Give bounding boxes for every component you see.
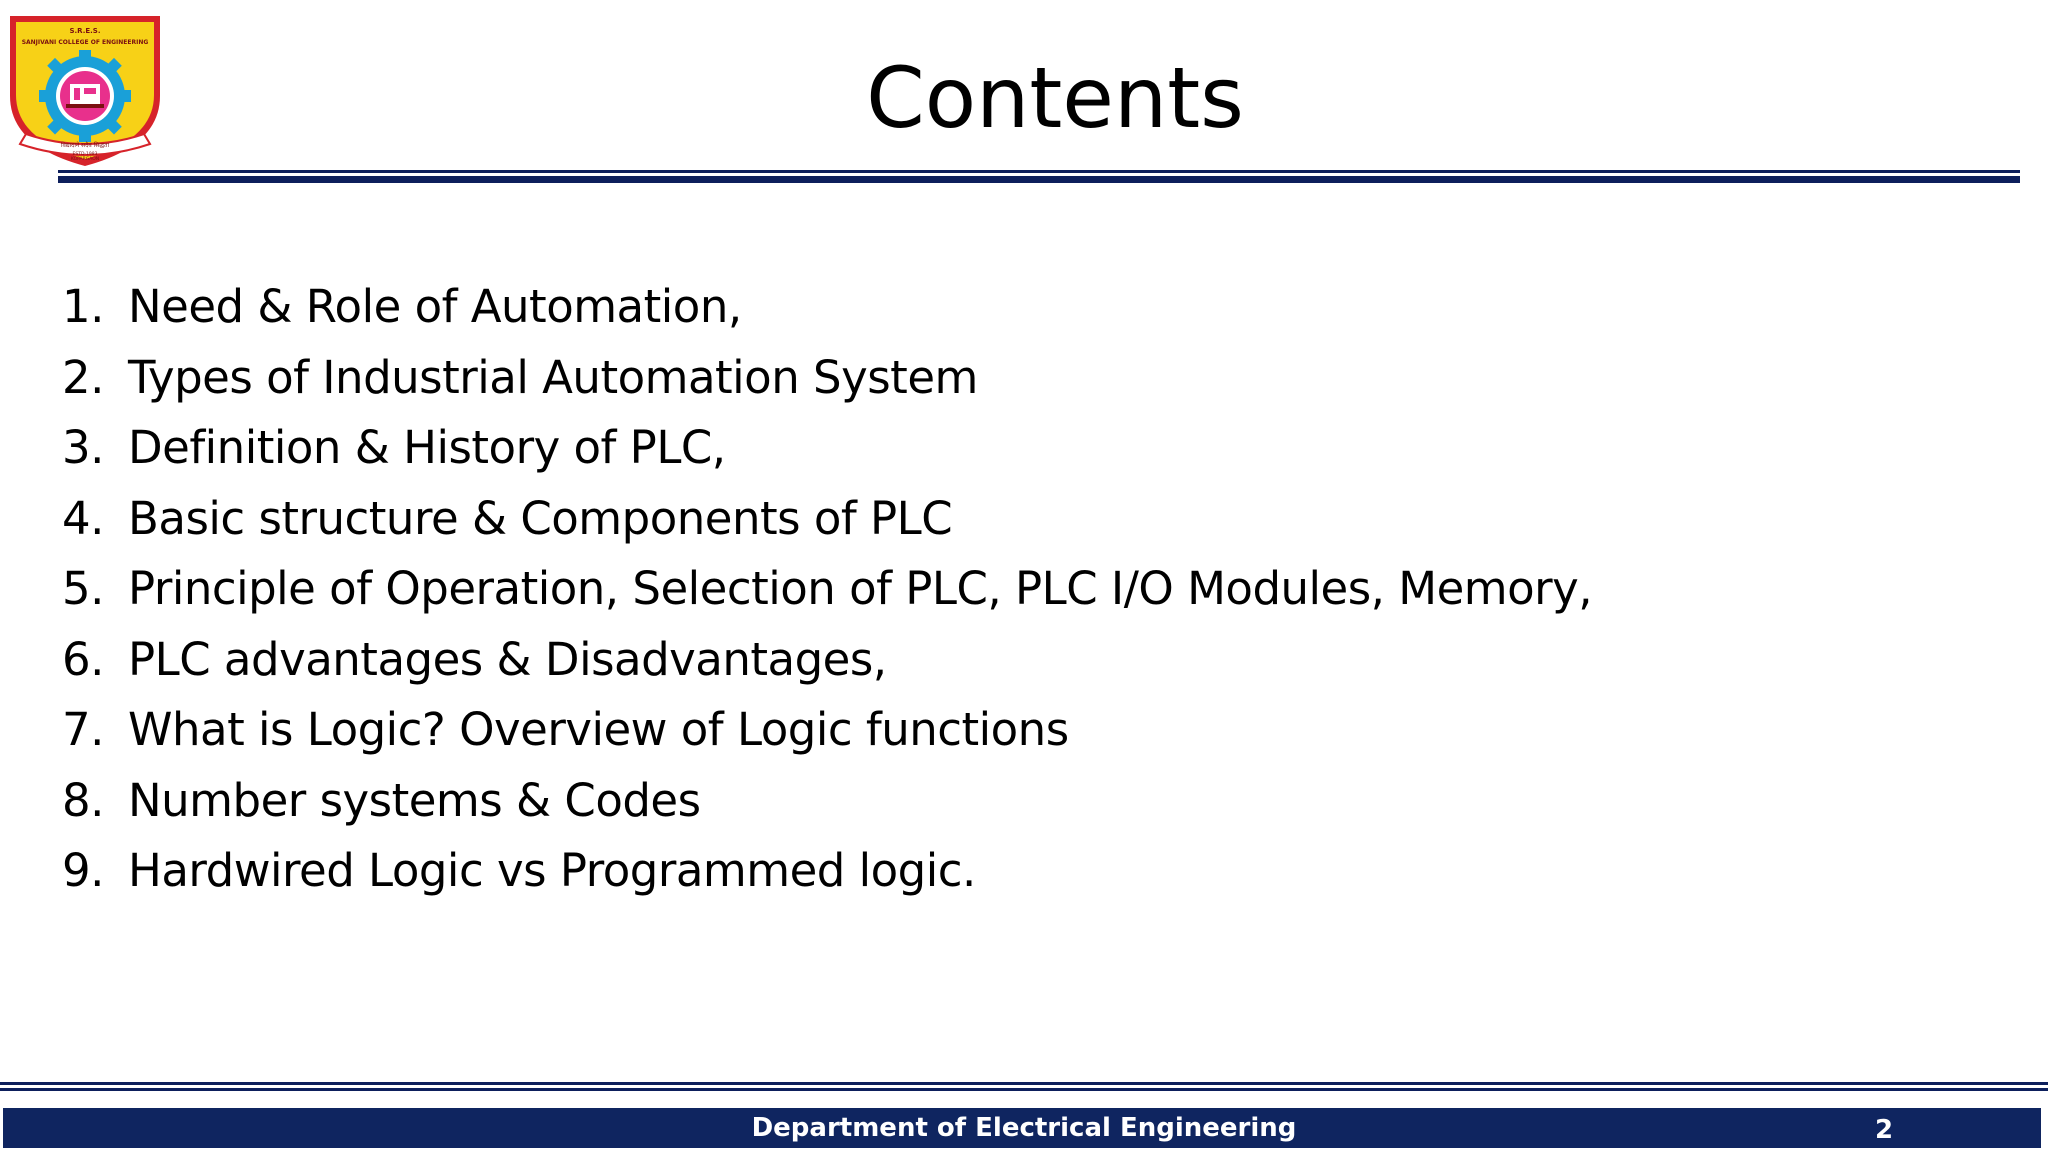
list-item: 8. Number systems & Codes [62,772,1592,843]
list-item: 4. Basic structure & Components of PLC [62,490,1592,561]
list-item: 3. Definition & History of PLC, [62,419,1592,490]
list-item-number: 5. [62,562,104,615]
list-item-text: Number systems & Codes [128,773,701,827]
list-item-text: What is Logic? Overview of Logic functio… [128,703,1069,756]
logo-top-text: S.R.E.S. [69,27,100,35]
logo-location-text: KOPARGAON [71,156,99,162]
list-item-number: 1. [62,280,104,333]
contents-list: 1. Need & Role of Automation, 2. Types of … [62,278,1593,913]
list-item-number: 6. [62,632,104,686]
footer: Department of Electrical Engineering 2 [0,1108,2048,1148]
list-item: 5. Principle of Operation, Selection of P… [62,560,1593,631]
college-logo: S.R.E.S. SANJIVANI COLLEGE OF ENGINEERIN… [10,16,160,166]
footer-bar [3,1108,2041,1148]
title-divider-thin [58,170,2020,173]
list-item-text: Basic structure & Components of PLC [128,491,953,545]
page-number: 2 [1874,1115,1894,1145]
gear-icon [39,50,131,142]
list-item: 6. PLC advantages & Disadvantages, [62,631,1592,702]
list-item-number: 8. [62,773,104,827]
list-item-text: Hardwired Logic vs Programmed logic. [128,844,976,897]
logo-est-text: ESTD-1983 [73,151,98,157]
footer-department: Department of Electrical Engineering [751,1113,1297,1143]
list-item: 9. Hardwired Logic vs Programmed logic. [62,842,1592,913]
list-item-text: Principle of Operation, Selection of PLC… [128,562,1593,615]
list-item-text: Definition & History of PLC, [128,421,726,474]
list-item-text: PLC advantages & Disadvantages, [128,632,887,686]
list-item-number: 7. [62,703,104,756]
title-divider-thick [58,176,2020,183]
list-item: 2. Types of Industrial Automation System [62,349,1592,420]
list-item-number: 4. [62,491,104,545]
logo-motto-text: विद्यादाने सदैव सिद्धता [61,141,110,149]
logo-college-text: SANJIVANI COLLEGE OF ENGINEERING [22,39,149,46]
list-item-text: Need & Role of Automation, [128,280,742,333]
list-item-number: 2. [62,350,104,404]
list-item-text: Types of Industrial Automation System [128,350,978,404]
footer-divider-thin-2 [0,1088,2048,1091]
list-item: 7. What is Logic? Overview of Logic funct… [62,701,1592,772]
list-item: 1. Need & Role of Automation, [62,278,1592,349]
slide-title: Contents [866,49,1244,147]
footer-divider-thin [0,1082,2048,1085]
list-item-number: 3. [62,421,104,474]
list-item-number: 9. [62,844,104,897]
